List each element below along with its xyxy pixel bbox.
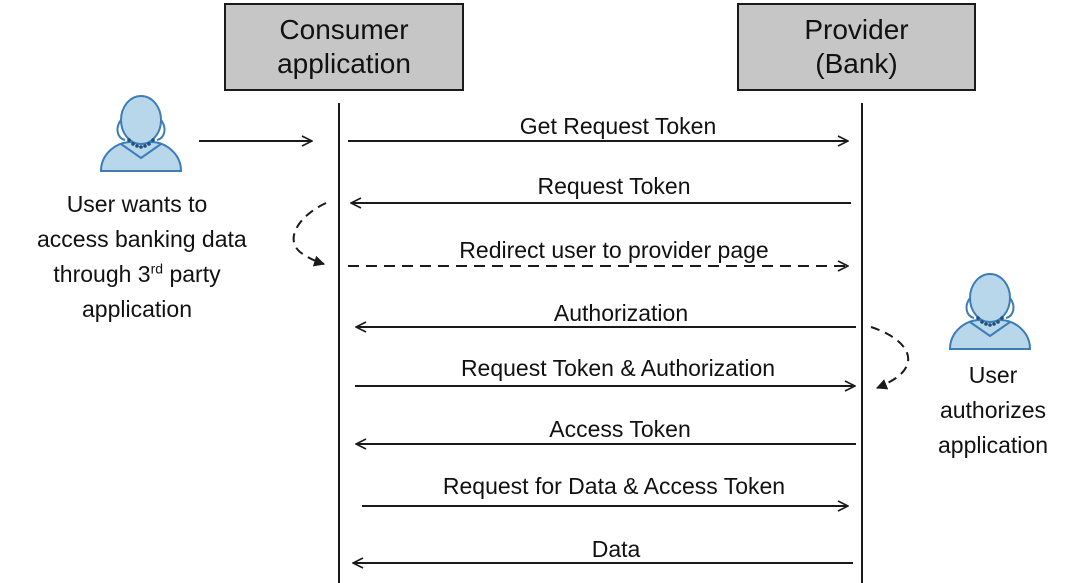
user-right-caption: User authorizes application	[920, 358, 1066, 463]
user-left-caption-line1: User wants to	[66, 191, 208, 217]
msg-label-redirect: Redirect user to provider page	[459, 237, 769, 263]
user-right-caption-line2: authorizes	[939, 397, 1047, 423]
consumer-box-line1: Consumer	[279, 14, 409, 45]
user-right-caption-line3: application	[938, 432, 1048, 458]
user-left-caption-line3: through 3rd party	[53, 260, 221, 287]
msg-label-authorization: Authorization	[553, 300, 689, 326]
user-left-icon	[99, 95, 183, 172]
msg-label-request-token-authorization: Request Token & Authorization	[460, 355, 776, 381]
user-left-caption-line4: application	[82, 296, 192, 322]
user-right-caption-line1: User	[968, 362, 1018, 388]
redirect-curve-arrow	[292, 202, 327, 267]
provider-bank-box: Provider (Bank)	[737, 3, 976, 91]
msg-label-access-token: Access Token	[549, 416, 691, 442]
user-left-caption-line2: access banking data	[37, 226, 247, 252]
msg-label-data: Data	[591, 536, 641, 562]
consumer-application-box: Consumer application	[224, 3, 464, 91]
user-left-caption: User wants to access banking data throug…	[37, 187, 247, 327]
msg-label-request-data: Request for Data & Access Token	[442, 473, 786, 499]
authorize-curve-arrow	[870, 326, 910, 390]
provider-box-line1: Provider	[804, 14, 909, 45]
provider-box-line2: (Bank)	[815, 48, 898, 79]
msg-label-request-token: Request Token	[537, 173, 691, 199]
msg-label-get-request-token: Get Request Token	[519, 113, 717, 139]
user-right-icon	[948, 273, 1032, 350]
consumer-box-line2: application	[277, 48, 411, 79]
